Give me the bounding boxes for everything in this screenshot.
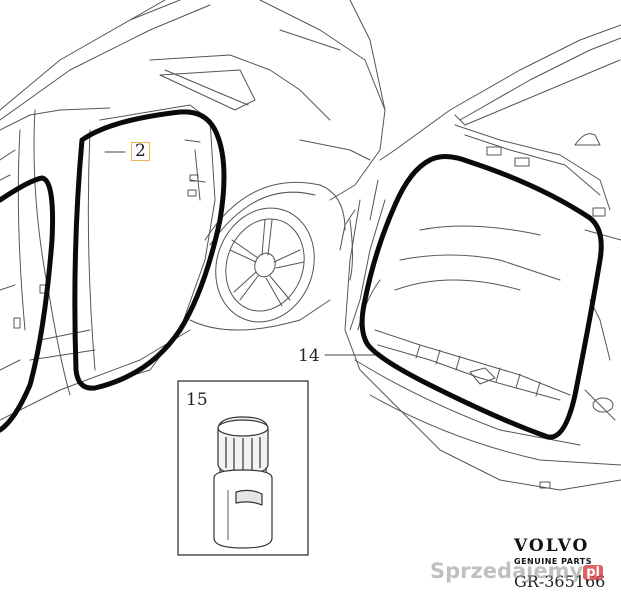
reference-number: GR-365166	[514, 572, 606, 591]
car-rear-illustration	[344, 24, 621, 491]
callout-15: 15	[186, 390, 208, 410]
watermark-suffix: pl	[583, 564, 603, 580]
brand-subtitle: GENUINE PARTS	[514, 557, 592, 566]
brand-name: VOLVO	[514, 536, 590, 556]
adhesive-inset	[177, 380, 309, 556]
callout-2: 2	[131, 142, 150, 161]
rear-door-seal	[72, 109, 227, 391]
brand-logo: VOLVO GENUINE PARTS	[514, 536, 592, 566]
watermark-text: Sprzedajemy	[430, 559, 584, 583]
bottle-icon	[213, 416, 273, 549]
tailgate-seal	[359, 154, 604, 440]
callout-14: 14	[298, 346, 320, 366]
front-door-seal	[0, 175, 56, 433]
car-side-illustration	[0, 0, 386, 421]
